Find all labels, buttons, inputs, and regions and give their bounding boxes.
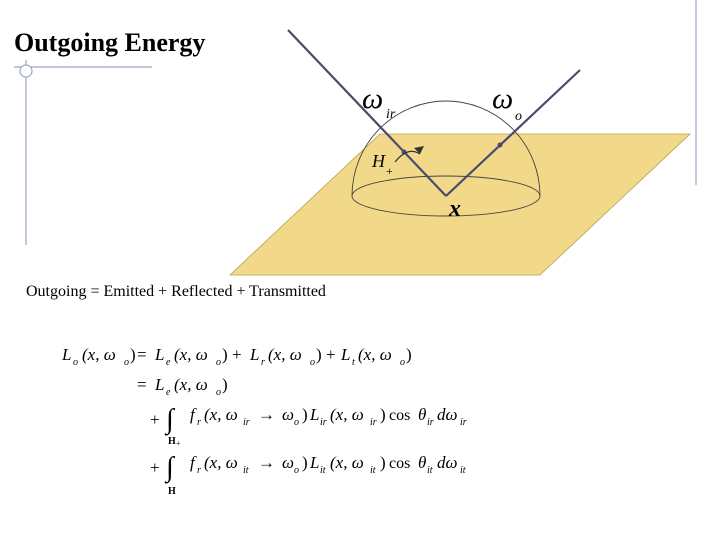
- eq-equals-1: =: [137, 345, 147, 364]
- eq-lhs-args: (x, ω: [82, 345, 116, 364]
- hemisphere-label: H: [371, 151, 386, 171]
- eq4-plus: +: [150, 458, 160, 477]
- eq3-plus: +: [150, 410, 160, 429]
- title-bullet-circle: [20, 65, 32, 77]
- eq4-theta: θ: [418, 453, 426, 472]
- eq3-L-args-sub: ir: [370, 417, 377, 428]
- eq3-theta: θ: [418, 405, 426, 424]
- eq-Le-close: ): [222, 345, 228, 364]
- eq-lhs-L: L: [61, 345, 71, 364]
- eq2-Le-close: ): [222, 375, 228, 394]
- eq-lhs-sub: o: [73, 357, 78, 368]
- eq3-omega-o: ω: [282, 405, 294, 424]
- eq-lhs-args-sub: o: [124, 357, 129, 368]
- outgoing-ray-point: [498, 143, 503, 148]
- eq-plus-2: +: [326, 345, 336, 364]
- eq-Lt-args-sub: o: [400, 357, 405, 368]
- eq-Lr-args-sub: o: [310, 357, 315, 368]
- eq4-close-L: ): [380, 453, 386, 472]
- eq3-domega: dω: [437, 405, 458, 424]
- eq3-integral: ∫: [164, 404, 176, 436]
- eq4-omega-it-sub: it: [243, 465, 249, 476]
- omega-o-subscript: o: [515, 109, 522, 124]
- eq2-Le-args: (x, ω: [174, 375, 208, 394]
- eq3-close-f: ): [302, 405, 308, 424]
- eq3-arrow: →: [258, 405, 275, 424]
- eq3-omega-o-sub: o: [294, 417, 299, 428]
- eq-Le-args: (x, ω: [174, 345, 208, 364]
- eq3-L-args: (x, ω: [330, 405, 364, 424]
- eq3-close-L: ): [380, 405, 386, 424]
- eq3-f: f: [190, 405, 197, 424]
- eq-Lr-close: ): [316, 345, 322, 364]
- eq4-close-f: ): [302, 453, 308, 472]
- rendering-equation: L o (x, ω o ) = L e (x, ω o ) + L r (x, …: [61, 345, 467, 497]
- point-x-label: x: [448, 196, 461, 222]
- eq2-Le-args-sub: o: [216, 387, 221, 398]
- eq-Le-sub: e: [166, 357, 171, 368]
- eq3-cos: cos: [389, 407, 410, 424]
- eq4-f-sub: r: [197, 465, 201, 476]
- eq3-L-sub: ir: [320, 417, 327, 428]
- eq4-L-args-sub: it: [370, 465, 376, 476]
- eq4-L-sub: it: [320, 465, 326, 476]
- caption: Outgoing = Emitted + Reflected + Transmi…: [26, 283, 326, 301]
- eq-Le: L: [154, 345, 164, 364]
- omega-ir-subscript: ir: [386, 107, 396, 122]
- omega-ir-label: ω: [362, 82, 383, 115]
- eq3-H-plus-sub: +: [176, 439, 181, 448]
- eq4-args: (x, ω: [204, 453, 238, 472]
- eq-equals-2: =: [137, 375, 147, 394]
- eq4-domega: dω: [437, 453, 458, 472]
- eq4-arrow: →: [258, 453, 275, 472]
- eq4-H: H: [168, 486, 176, 497]
- eq-Lr-sub: r: [261, 357, 265, 368]
- eq-lhs-close: ): [130, 345, 136, 364]
- omega-o-label: ω: [492, 82, 513, 115]
- eq3-H-plus: H: [168, 436, 176, 447]
- eq4-L-args: (x, ω: [330, 453, 364, 472]
- eq4-theta-sub: it: [427, 465, 433, 476]
- eq4-omega-o: ω: [282, 453, 294, 472]
- eq-plus-1: +: [232, 345, 242, 364]
- eq2-Le: L: [154, 375, 164, 394]
- eq3-theta-sub: ir: [427, 417, 434, 428]
- eq4-L: L: [309, 453, 319, 472]
- eq4-cos: cos: [389, 455, 410, 472]
- eq2-Le-sub: e: [166, 387, 171, 398]
- eq-Lt-args: (x, ω: [358, 345, 392, 364]
- eq3-domega-sub: ir: [460, 417, 467, 428]
- eq4-domega-sub: it: [460, 465, 466, 476]
- eq-Le-args-sub: o: [216, 357, 221, 368]
- eq-Lr: L: [249, 345, 259, 364]
- eq4-integral: ∫: [164, 452, 176, 484]
- eq3-args: (x, ω: [204, 405, 238, 424]
- eq4-f: f: [190, 453, 197, 472]
- eq3-f-sub: r: [197, 417, 201, 428]
- eq-Lt-close: ): [406, 345, 412, 364]
- eq3-L: L: [309, 405, 319, 424]
- eq3-omega-ir-sub: ir: [243, 417, 250, 428]
- eq4-omega-o-sub: o: [294, 465, 299, 476]
- eq-Lt-sub: t: [352, 357, 355, 368]
- eq-Lt: L: [340, 345, 350, 364]
- eq-Lr-args: (x, ω: [268, 345, 302, 364]
- hemisphere-subscript: +: [386, 164, 393, 178]
